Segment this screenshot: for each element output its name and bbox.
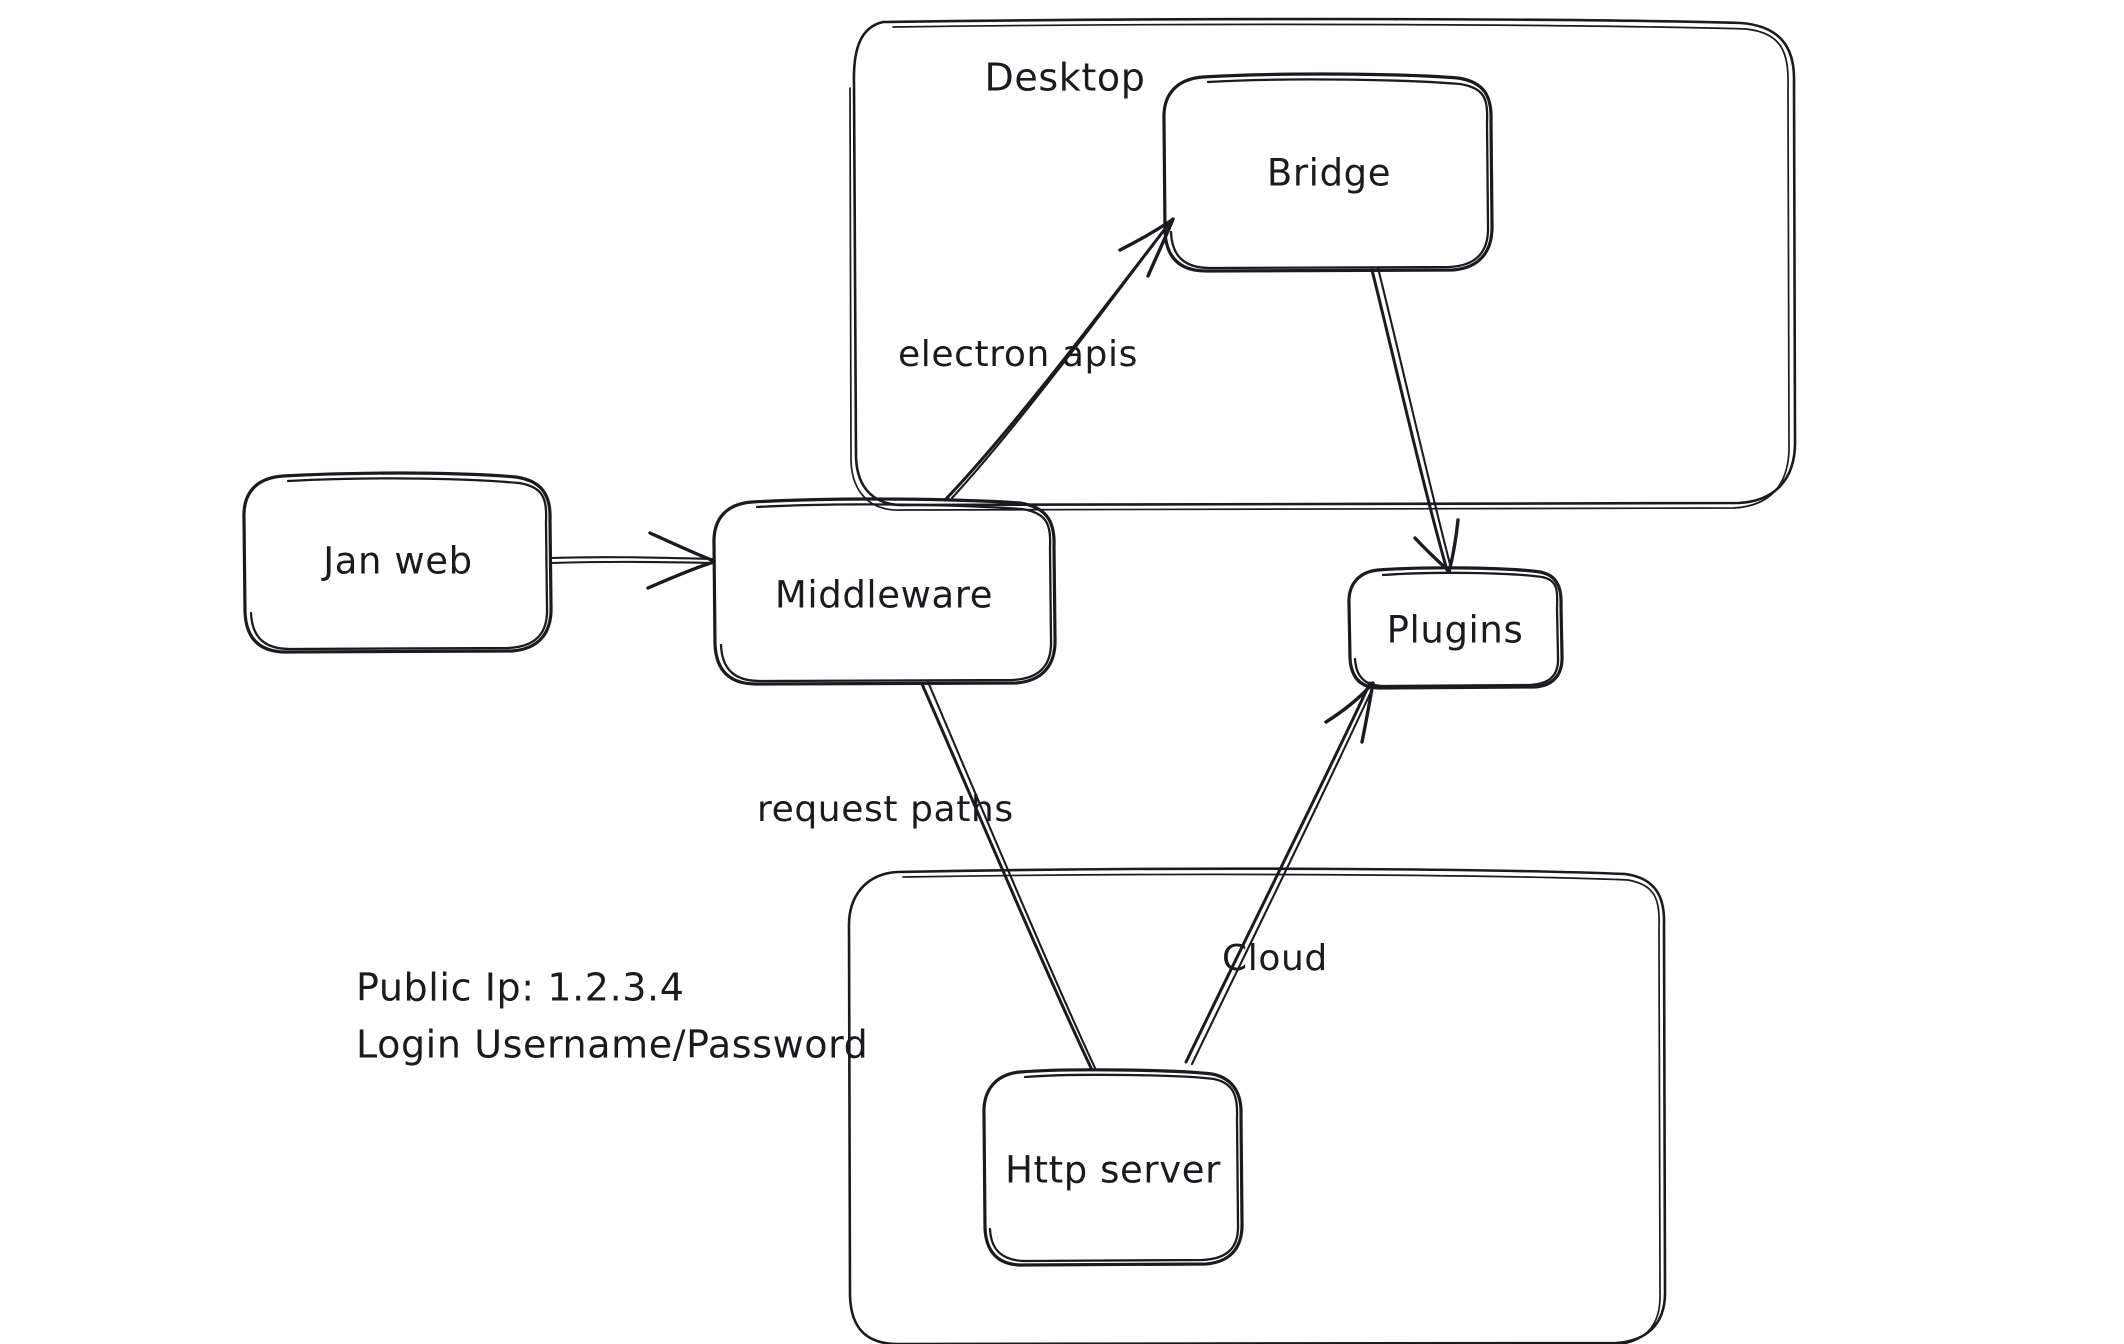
node-jan-web-label: Jan web	[321, 540, 473, 583]
node-plugins-label: Plugins	[1387, 609, 1524, 652]
group-cloud[interactable]	[847, 867, 1667, 1344]
group-desktop[interactable]: Desktop	[849, 17, 1797, 511]
node-http-server-label: Http server	[1005, 1149, 1221, 1192]
edge-jan-web-to-middleware[interactable]	[549, 531, 716, 590]
node-http-server[interactable]: Http server	[982, 1068, 1244, 1267]
note-login-creds: Login Username/Password	[356, 1023, 868, 1067]
edge-middleware-to-bridge-label: electron apis	[898, 334, 1138, 375]
node-middleware-label: Middleware	[775, 574, 993, 617]
group-desktop-label: Desktop	[985, 56, 1146, 100]
edge-http-server-to-plugins-label: Cloud	[1222, 938, 1328, 979]
node-middleware[interactable]: Middleware	[712, 497, 1057, 686]
node-bridge[interactable]: Bridge	[1162, 72, 1494, 273]
node-bridge-label: Bridge	[1267, 152, 1391, 195]
notes-block: Public Ip: 1.2.3.4 Login Username/Passwo…	[356, 966, 868, 1067]
edge-middleware-to-bridge[interactable]: electron apis	[898, 217, 1175, 502]
node-plugins[interactable]: Plugins	[1347, 566, 1564, 690]
node-jan-web[interactable]: Jan web	[242, 471, 553, 654]
edge-middleware-to-http-server-label: request paths	[757, 789, 1014, 830]
note-public-ip: Public Ip: 1.2.3.4	[356, 966, 685, 1010]
edge-middleware-to-http-server[interactable]: request paths	[757, 680, 1097, 1072]
edge-bridge-to-plugins[interactable]	[1370, 266, 1460, 574]
edge-http-server-to-plugins[interactable]: Cloud	[1184, 681, 1376, 1066]
